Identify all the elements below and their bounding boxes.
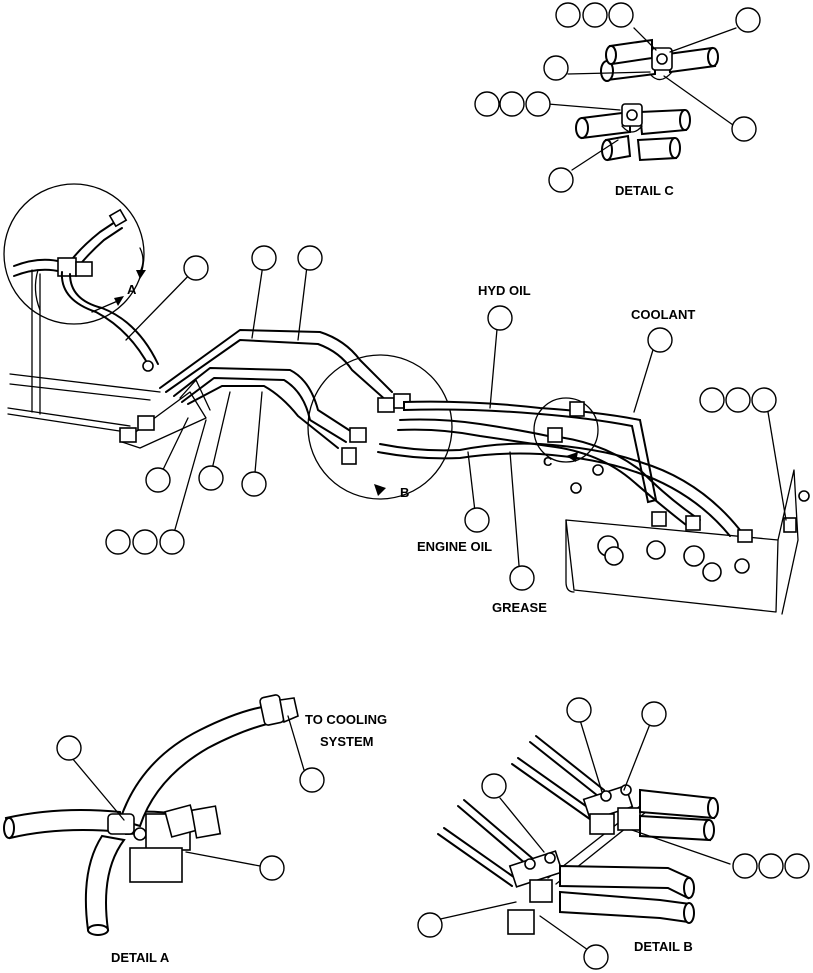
view-c-label: C — [543, 454, 553, 469]
main-assembly-drawing — [3, 183, 810, 615]
detail-c-drawing — [474, 2, 761, 193]
view-b-label: B — [400, 485, 409, 500]
detail-b-drawing — [417, 697, 810, 970]
to-cooling-label-line2: SYSTEM — [320, 734, 373, 749]
detail-a-title: DETAIL A — [111, 950, 170, 965]
grease-label: GREASE — [492, 600, 547, 615]
engine-oil-label: ENGINE OIL — [417, 539, 492, 554]
view-a-label: A — [127, 282, 137, 297]
coolant-label: COOLANT — [631, 307, 695, 322]
detail-b-title: DETAIL B — [634, 939, 693, 954]
hyd-oil-label: HYD OIL — [478, 283, 531, 298]
detail-a-drawing — [3, 694, 325, 936]
to-cooling-label-line1: TO COOLING — [305, 712, 387, 727]
detail-c-title: DETAIL C — [615, 183, 674, 198]
